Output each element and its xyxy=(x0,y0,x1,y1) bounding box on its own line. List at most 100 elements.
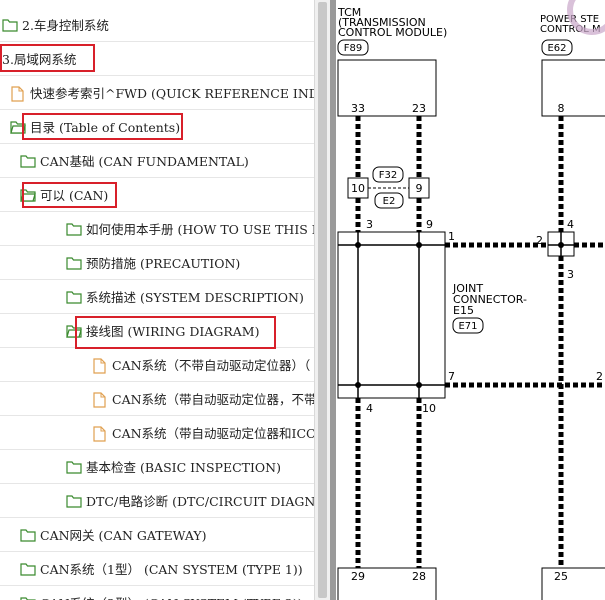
tree-item-label: 如何使用本手册 (HOW TO USE THIS MANUAL) xyxy=(86,222,314,237)
pin-label: 2 xyxy=(536,234,543,247)
tcm-box xyxy=(337,59,437,117)
tree-item-table-of-contents[interactable]: 目录 (Table of Contents) xyxy=(0,110,314,144)
tree-item-system-description[interactable]: 系统描述 (SYSTEM DESCRIPTION) xyxy=(0,280,314,314)
tree-item-label: CAN系统（2型） (CAN SYSTEM (TYPE 2)) xyxy=(40,593,303,600)
wiring-diagram-view: TCM (TRANSMISSION CONTROL MODULE) F89 33… xyxy=(330,0,605,600)
pin-label: 7 xyxy=(448,370,455,383)
connector-code: F32 xyxy=(379,170,397,181)
tree-item-can[interactable]: 可以 (CAN) xyxy=(0,178,314,212)
pin-label: 8 xyxy=(558,102,565,115)
tree-item-label: 2.车身控制系统 xyxy=(22,18,109,33)
pin-label: 33 xyxy=(351,102,365,115)
tree-item-precaution[interactable]: 预防措施 (PRECAUTION) xyxy=(0,246,314,280)
pin-label: 4 xyxy=(366,402,373,415)
folder-icon xyxy=(2,18,18,32)
file-icon xyxy=(92,357,108,374)
tree-item-basic-inspection[interactable]: 基本检查 (BASIC INSPECTION) xyxy=(0,450,314,484)
tree-item-can-system-adp-no-icc[interactable]: CAN系统（带自动驱动定位器，不带 xyxy=(0,382,314,416)
pin-label: 10 xyxy=(422,402,436,415)
tree-item-lan-system[interactable]: 3.局域网系统 xyxy=(0,42,314,76)
tree-item-can-gateway[interactable]: CAN网关 (CAN GATEWAY) xyxy=(0,518,314,552)
document-tree-panel: 2.车身控制系统 3.局域网系统快速参考索引^FWD (QUICK REFEREN… xyxy=(0,8,314,600)
pin-label: 9 xyxy=(426,218,433,231)
wiring-diagram: TCM (TRANSMISSION CONTROL MODULE) F89 33… xyxy=(330,0,605,600)
tcm-connector-code: F89 xyxy=(344,43,362,54)
joint-connector-box xyxy=(337,231,446,399)
tree-item-label: 接线图 (WIRING DIAGRAM) xyxy=(86,324,260,339)
bottom-module-box xyxy=(337,567,437,600)
pin-label: 28 xyxy=(412,570,426,583)
folder-icon xyxy=(20,528,36,542)
page-corner-logo xyxy=(567,0,605,35)
tree-item-label: CAN基础 (CAN FUNDAMENTAL) xyxy=(40,154,249,169)
joint-connector-label: CONNECTOR- xyxy=(453,293,527,306)
tree-item-body-control[interactable]: 2.车身控制系统 xyxy=(0,8,314,42)
pin-label: 4 xyxy=(567,218,574,231)
folder-icon xyxy=(20,562,36,576)
splice-dot xyxy=(355,242,361,248)
tree-item-label: CAN系统（不带自动驱动定位器）（ xyxy=(112,358,311,373)
folder-open-icon xyxy=(10,120,26,134)
power-steering-label: CONTROL M xyxy=(540,24,601,35)
vertical-scrollbar[interactable] xyxy=(314,0,330,600)
tree-item-label: CAN系统（带自动驱动定位器，不带 xyxy=(112,392,314,407)
tree-item-label: CAN系统（1型） (CAN SYSTEM (TYPE 1)) xyxy=(40,562,303,577)
file-icon xyxy=(10,85,26,102)
tree-item-label: 可以 (CAN) xyxy=(40,188,109,203)
folder-open-icon xyxy=(66,324,82,338)
tree-item-can-system-adp-icc[interactable]: CAN系统（带自动驱动定位器和ICC xyxy=(0,416,314,450)
power-steering-connector-code: E62 xyxy=(547,43,566,54)
connector-badge xyxy=(372,166,404,183)
tree-item-label: 预防措施 (PRECAUTION) xyxy=(86,256,241,271)
tree-item-can-system-type1[interactable]: CAN系统（1型） (CAN SYSTEM (TYPE 1)) xyxy=(0,552,314,586)
scrollbar-thumb[interactable] xyxy=(318,2,327,598)
folder-icon xyxy=(20,596,36,600)
pin-label: 10 xyxy=(351,182,365,195)
tree-item-can-system-no-adp[interactable]: CAN系统（不带自动驱动定位器）（ xyxy=(0,348,314,382)
pin-label: 1 xyxy=(448,230,455,243)
file-icon xyxy=(92,391,108,408)
tree-item-label: 系统描述 (SYSTEM DESCRIPTION) xyxy=(86,290,304,305)
pin-label: 29 xyxy=(351,570,365,583)
connector-badge xyxy=(452,317,484,334)
tree-item-can-fundamental[interactable]: CAN基础 (CAN FUNDAMENTAL) xyxy=(0,144,314,178)
folder-icon xyxy=(66,222,82,236)
folder-icon xyxy=(66,494,82,508)
tree-item-label: 3.局域网系统 xyxy=(2,52,77,67)
tree-item-quick-reference[interactable]: 快速参考索引^FWD (QUICK REFERENCE INDEX^FWD) xyxy=(0,76,314,110)
tree-item-can-system-type2[interactable]: CAN系统（2型） (CAN SYSTEM (TYPE 2)) xyxy=(0,586,314,600)
tree-item-dtc-circuit-diagnosis[interactable]: DTC/电路诊断 (DTC/CIRCUIT DIAGNOSIS) xyxy=(0,484,314,518)
pin-label: 23 xyxy=(412,102,426,115)
tree-item-label: 快速参考索引^FWD (QUICK REFERENCE INDEX^FWD) xyxy=(30,86,314,101)
pin-label: 2 xyxy=(596,370,603,383)
folder-open-icon xyxy=(20,188,36,202)
tcm-label: TCM xyxy=(337,6,361,19)
folder-icon xyxy=(66,256,82,270)
wire-bundle xyxy=(355,116,605,568)
tree-item-label: CAN系统（带自动驱动定位器和ICC xyxy=(112,426,314,441)
connector-badge xyxy=(374,192,404,209)
pin-label: 3 xyxy=(366,218,373,231)
tree-item-wiring-diagram[interactable]: 接线图 (WIRING DIAGRAM) xyxy=(0,314,314,348)
tree-item-label: DTC/电路诊断 (DTC/CIRCUIT DIAGNOSIS) xyxy=(86,494,314,509)
power-steering-box xyxy=(541,59,605,117)
tcm-subtitle: (TRANSMISSION xyxy=(338,16,426,29)
folder-icon xyxy=(66,460,82,474)
folder-icon xyxy=(20,154,36,168)
splice-dot xyxy=(416,242,422,248)
file-icon xyxy=(92,425,108,442)
splice-dot xyxy=(355,382,361,388)
connector-code: E2 xyxy=(383,196,396,207)
pin-label: 3 xyxy=(567,268,574,281)
joint-connector-code: E71 xyxy=(458,321,477,332)
splice-dot xyxy=(416,382,422,388)
bottom-module-box xyxy=(541,567,605,600)
folder-icon xyxy=(66,290,82,304)
pin-label: 9 xyxy=(416,182,423,195)
tree-item-how-to-use[interactable]: 如何使用本手册 (HOW TO USE THIS MANUAL) xyxy=(0,212,314,246)
joint-connector-label: E15 xyxy=(453,304,474,317)
connector-badge xyxy=(541,39,573,56)
tcm-subtitle: CONTROL MODULE) xyxy=(338,26,447,39)
connector-badge xyxy=(337,39,369,56)
joint-connector-label: JOINT xyxy=(452,282,483,295)
